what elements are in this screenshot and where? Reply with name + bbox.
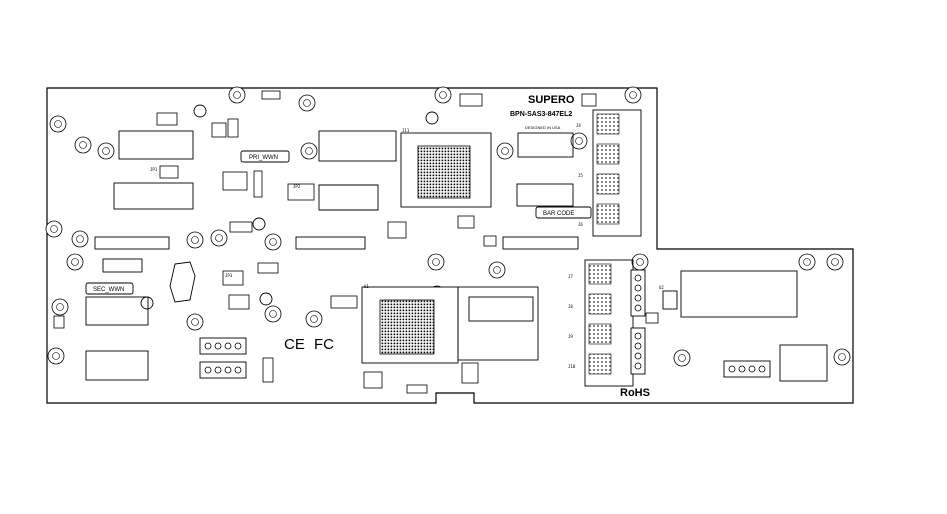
connector-pin (634, 284, 642, 292)
mounting-hole-core (305, 147, 313, 155)
sec-wwn-box: SEC_WWN (85, 282, 134, 295)
sas-connectors-top (592, 109, 642, 237)
mounting-hole-core (269, 238, 277, 246)
connector-pin (634, 304, 642, 312)
ref-designator: U1 (364, 284, 369, 289)
connector-pin (204, 366, 212, 374)
ref-designator: JP3 (225, 273, 233, 278)
connector-pin (634, 352, 642, 360)
inductors (140, 104, 439, 310)
hex-outline (169, 261, 196, 303)
pri-wwn-box: PRI_WWN (240, 150, 290, 163)
bar-code-label: BAR CODE (543, 211, 574, 217)
sas-connectors-bottom (584, 259, 634, 387)
connector-pin (224, 366, 232, 374)
ref-designator: J7 (568, 274, 573, 279)
connector-pin (234, 366, 242, 374)
connector-pin (214, 366, 222, 374)
board-outline (46, 87, 854, 404)
pri-wwn-label: PRI_WWN (249, 155, 278, 161)
ref-designator: JP1 (150, 167, 158, 172)
power-connectors (199, 269, 771, 379)
mounting-hole-core (269, 310, 277, 318)
ref-designator: J5 (578, 173, 583, 178)
mounting-hole-core (678, 354, 686, 362)
small-components (53, 90, 659, 394)
mounting-hole-core (191, 236, 199, 244)
expander-chip-2 (361, 286, 539, 364)
bar-code-box: BAR CODE (535, 206, 592, 219)
sec-wwn-label: SEC_WWN (93, 287, 124, 293)
ce-mark: CE (284, 336, 305, 353)
ref-designator: J6 (578, 222, 583, 227)
label-areas (85, 130, 828, 382)
mounting-hole-core (432, 258, 440, 266)
mounting-hole-core (102, 147, 110, 155)
connector-pin (748, 365, 756, 373)
made-in-label: DESIGNED IN USA (525, 125, 561, 130)
mounting-hole-core (439, 91, 447, 99)
connector-pin (738, 365, 746, 373)
fcc-mark: FC (314, 336, 334, 353)
ref-designator: J11 (402, 128, 410, 133)
ref-designator: J4 (576, 123, 581, 128)
ref-designator: J10 (568, 364, 576, 369)
mounting-hole-core (215, 234, 223, 242)
ref-designator: J9 (568, 334, 573, 339)
connector-pin (728, 365, 736, 373)
connector-pin (634, 274, 642, 282)
mounting-hole-core (629, 91, 637, 99)
model-label: BPN-SAS3-847EL2 (510, 111, 572, 118)
expander-chip-1 (318, 132, 492, 211)
mounting-hole-core (838, 353, 846, 361)
ref-designator: JP2 (293, 184, 301, 189)
mounting-hole-core (310, 315, 318, 323)
mounting-hole-core (56, 303, 64, 311)
mounting-hole-core (50, 225, 58, 233)
connector-pin (634, 294, 642, 302)
ref-designator: U2 (659, 285, 664, 290)
connector-pin (634, 362, 642, 370)
rohs-mark: RoHS (620, 387, 650, 399)
brand-logo: SUPERO (528, 94, 575, 106)
mounting-hole-core (501, 147, 509, 155)
mounting-hole-core (54, 120, 62, 128)
mounting-hole-core (52, 352, 60, 360)
connector-pin (214, 342, 222, 350)
mounting-hole-core (303, 99, 311, 107)
mounting-hole-core (71, 258, 79, 266)
mounting-hole-core (831, 258, 839, 266)
connector-pin (204, 342, 212, 350)
connector-pin (224, 342, 232, 350)
connector-pin (634, 332, 642, 340)
connector-pin (634, 342, 642, 350)
mounting-hole-core (76, 235, 84, 243)
mounting-hole-core (803, 258, 811, 266)
mounting-hole-core (233, 91, 241, 99)
ref-designator: J8 (568, 304, 573, 309)
mounting-hole-core (636, 258, 644, 266)
connector-pin (234, 342, 242, 350)
connector-pin (758, 365, 766, 373)
mounting-hole-core (191, 318, 199, 326)
mounting-hole-core (575, 137, 583, 145)
mounting-hole-core (493, 266, 501, 274)
mounting-hole-core (79, 141, 87, 149)
